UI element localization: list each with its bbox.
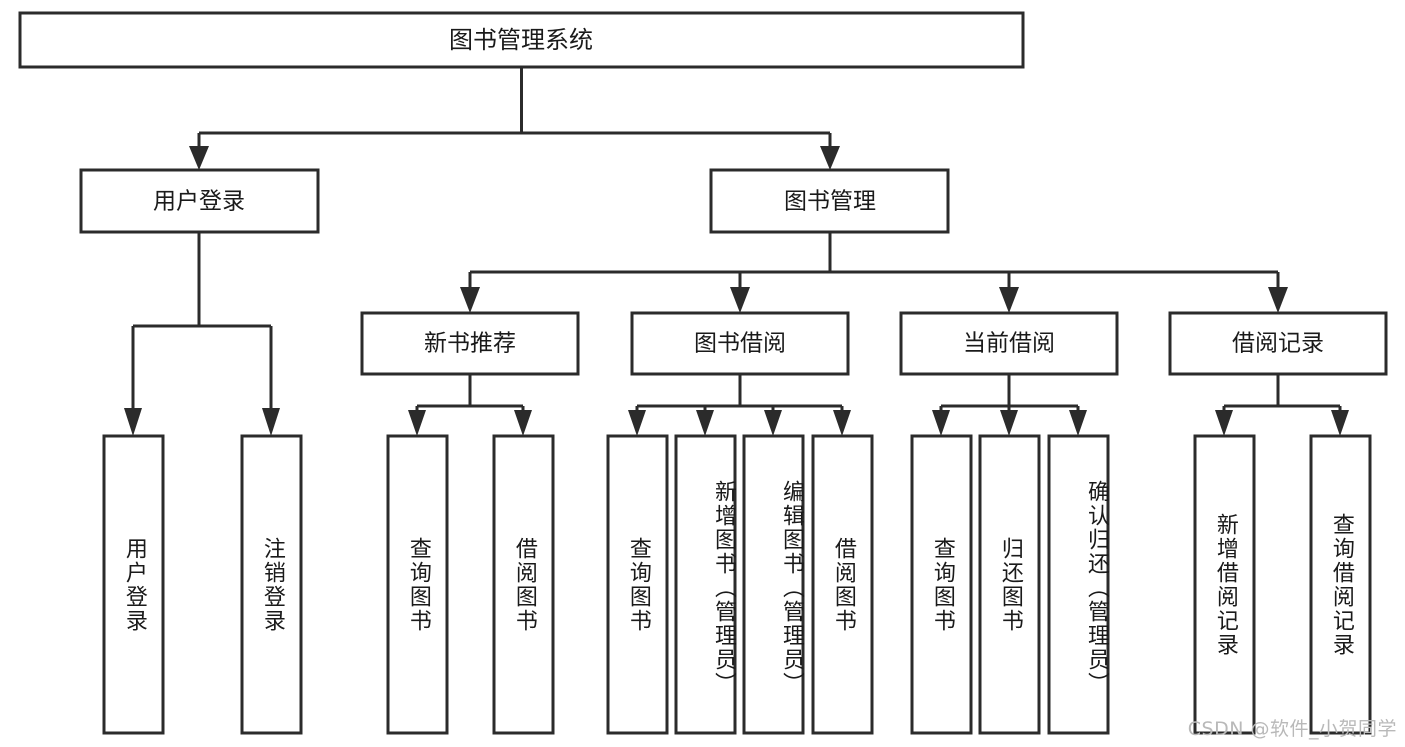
connectors-layer <box>124 67 1349 436</box>
node-user-login-box[interactable] <box>79 168 320 234</box>
node-leaf-query-book-3-box[interactable] <box>910 434 973 735</box>
node-book-borrow-box[interactable] <box>630 311 850 376</box>
node-root-box[interactable] <box>18 11 1025 69</box>
arrow-head-leaf-edit-book <box>764 410 782 436</box>
arrow-head-user-login <box>189 146 209 170</box>
node-leaf-logout-login-box[interactable] <box>240 434 303 735</box>
arrow-head-book-management <box>820 146 840 170</box>
arrow-head-leaf-query-book-3 <box>932 410 950 436</box>
node-borrow-record-box[interactable] <box>1168 311 1388 376</box>
node-leaf-edit-book-box[interactable] <box>742 434 805 735</box>
arrow-head-leaf-borrow-book-2 <box>833 410 851 436</box>
node-leaf-add-record-box[interactable] <box>1193 434 1256 735</box>
node-book-borrow-label: 图书借阅 <box>694 331 786 357</box>
csdn-watermark: CSDN @软件_小贺同学 <box>1187 718 1397 740</box>
node-leaf-query-book-2-box[interactable] <box>606 434 669 735</box>
node-new-book-recommend-box[interactable] <box>360 311 580 376</box>
arrow-head-new-book-recommend <box>460 287 480 313</box>
node-leaf-query-book-1-box[interactable] <box>386 434 449 735</box>
arrow-head-book-borrow <box>730 287 750 313</box>
node-leaf-return-book-box[interactable] <box>978 434 1041 735</box>
node-current-borrow-box[interactable] <box>899 311 1119 376</box>
node-leaf-borrow-book-1-box[interactable] <box>492 434 555 735</box>
node-current-borrow-label: 当前借阅 <box>963 331 1055 357</box>
arrow-head-leaf-query-book-1 <box>408 410 426 436</box>
node-book-management-label: 图书管理 <box>784 189 876 215</box>
arrow-head-current-borrow <box>999 287 1019 313</box>
arrow-head-leaf-user-login <box>124 408 142 436</box>
node-leaf-user-login-box[interactable] <box>102 434 165 735</box>
node-user-login-label: 用户登录 <box>153 189 245 215</box>
arrow-head-leaf-confirm-return <box>1069 410 1087 436</box>
arrow-head-leaf-add-record <box>1215 410 1233 436</box>
node-leaf-add-book-box[interactable] <box>674 434 737 735</box>
arrow-head-leaf-logout-login <box>262 408 280 436</box>
node-borrow-record-label: 借阅记录 <box>1232 331 1324 357</box>
node-leaf-query-record-box[interactable] <box>1309 434 1372 735</box>
arrow-head-leaf-return-book <box>1000 410 1018 436</box>
node-leaf-borrow-book-2-box[interactable] <box>811 434 874 735</box>
node-new-book-recommend-label: 新书推荐 <box>424 331 516 357</box>
arrow-head-leaf-add-book <box>696 410 714 436</box>
arrow-head-leaf-borrow-book-1 <box>514 410 532 436</box>
arrow-head-borrow-record <box>1268 287 1288 313</box>
nodes-layer: 图书管理系统 用户登录 图书管理 新书推荐 图书借阅 当前借阅 借阅记录 <box>18 11 1388 735</box>
arrow-head-leaf-query-book-2 <box>628 410 646 436</box>
arrow-head-leaf-query-record <box>1331 410 1349 436</box>
node-leaf-confirm-return-box[interactable] <box>1047 434 1110 735</box>
node-root-label: 图书管理系统 <box>449 26 593 54</box>
node-book-management-box[interactable] <box>709 168 950 234</box>
